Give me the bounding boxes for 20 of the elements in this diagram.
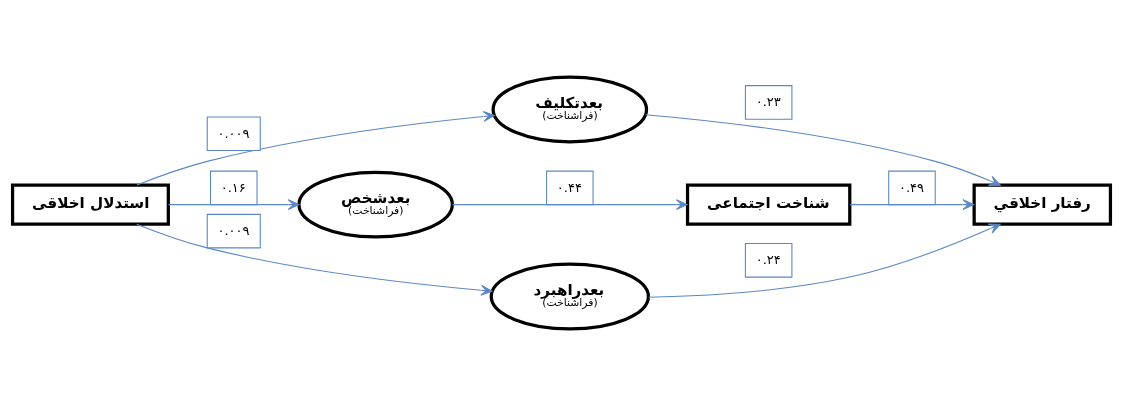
- node-box: استدلال اخلاقی: [10, 183, 170, 226]
- edge-label: ۰.۰۰۹: [217, 222, 250, 238]
- arrow: [849, 198, 975, 210]
- edge-label: ۰.۱۶: [220, 179, 246, 195]
- arrow: [136, 223, 493, 296]
- arrow: [452, 198, 688, 210]
- edge-label: ۰.۲۳: [755, 93, 781, 109]
- edge-label: ۰.۴۴: [556, 179, 582, 195]
- arrow: [645, 113, 1001, 186]
- edge-label: ۰.۴۹: [898, 179, 925, 195]
- node-box: شناخت اجتماعی: [685, 183, 852, 226]
- arrow: [648, 223, 1001, 298]
- node-ellipse: بعدراهبرد (فراشناخت): [489, 262, 651, 330]
- node-ellipse: بعدشخص (فراشناخت): [297, 170, 454, 239]
- arrow: [136, 110, 495, 186]
- node-ellipse: بعدتکلیف (فراشناخت): [491, 75, 649, 143]
- node-box: رفتار اخلاقي: [972, 183, 1113, 226]
- edge-label: ۰.۲۴: [755, 251, 781, 267]
- edge-label: ۰.۰۰۹: [217, 125, 250, 141]
- arrow: [167, 198, 300, 210]
